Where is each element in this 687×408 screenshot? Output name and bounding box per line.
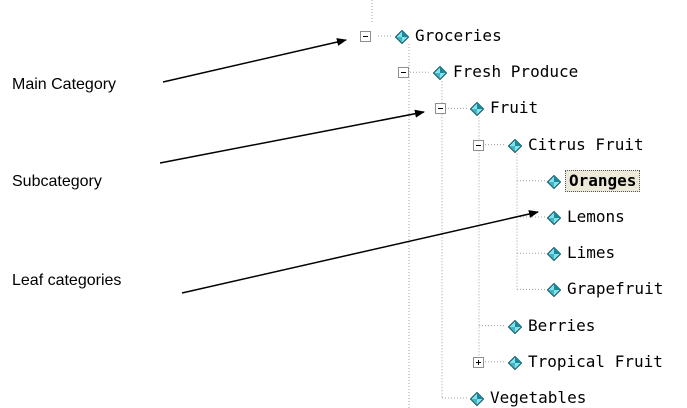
collapse-toggle-icon[interactable] xyxy=(473,139,484,151)
collapse-toggle-icon[interactable] xyxy=(360,31,371,42)
expand-toggle-icon[interactable] xyxy=(473,356,484,368)
diamond-node-icon xyxy=(469,391,485,407)
tree-node-label: Tropical Fruit xyxy=(528,351,663,371)
subcategory-arrow xyxy=(159,109,425,164)
tree-node-oranges[interactable]: Oranges xyxy=(546,169,641,192)
subcategory-annotation: Subcategory xyxy=(12,173,102,190)
diamond-node-icon xyxy=(507,138,523,153)
collapse-toggle-icon[interactable] xyxy=(398,67,409,79)
tree-node-fruit[interactable]: Fruit xyxy=(469,97,540,119)
diamond-node-icon xyxy=(507,355,523,371)
diamond-node-icon xyxy=(394,29,410,45)
tree-node-label: Vegetables xyxy=(490,388,587,407)
tree-node-groceries[interactable]: Groceries xyxy=(394,25,504,47)
tree-node-vegetables[interactable]: Vegetables xyxy=(469,387,588,408)
main-category-arrow xyxy=(162,38,347,83)
tree-node-tropical-fruit[interactable]: Tropical Fruit xyxy=(507,351,665,373)
diamond-node-icon xyxy=(469,101,485,117)
diamond-node-icon xyxy=(507,319,523,334)
tree-node-label: Grapefruit xyxy=(567,279,664,299)
tree-node-grapefruit[interactable]: Grapefruit xyxy=(546,278,665,300)
diamond-node-icon xyxy=(432,65,448,81)
tree-node-label: Fresh Produce xyxy=(453,62,579,82)
diamond-node-icon xyxy=(546,246,562,262)
tree-node-label: Fruit xyxy=(490,98,539,118)
leaf-categories-arrow xyxy=(181,210,539,294)
tree-node-label: Lemons xyxy=(567,207,625,226)
tree-node-label: Berries xyxy=(528,315,596,335)
collapse-toggle-icon[interactable] xyxy=(435,103,446,115)
tree-node-fresh-produce[interactable]: Fresh Produce xyxy=(432,61,580,83)
tree-node-label: Citrus Fruit xyxy=(528,134,644,154)
tree-node-label: Groceries xyxy=(415,26,502,45)
diamond-node-icon xyxy=(546,210,562,226)
tree-node-berries[interactable]: Berries xyxy=(507,315,597,337)
leaf-categories-annotation: Leaf categories xyxy=(12,272,122,289)
diamond-node-icon xyxy=(546,174,562,190)
tree-node-label: Limes xyxy=(567,243,616,263)
tree-node-lemons[interactable]: Lemons xyxy=(546,206,627,228)
tree-node-limes[interactable]: Limes xyxy=(546,242,617,264)
tree-node-citrus-fruit[interactable]: Citrus Fruit xyxy=(507,134,646,156)
diamond-node-icon xyxy=(546,282,562,298)
tree-node-label: Oranges xyxy=(565,169,641,192)
main-category-annotation: Main Category xyxy=(12,76,117,93)
